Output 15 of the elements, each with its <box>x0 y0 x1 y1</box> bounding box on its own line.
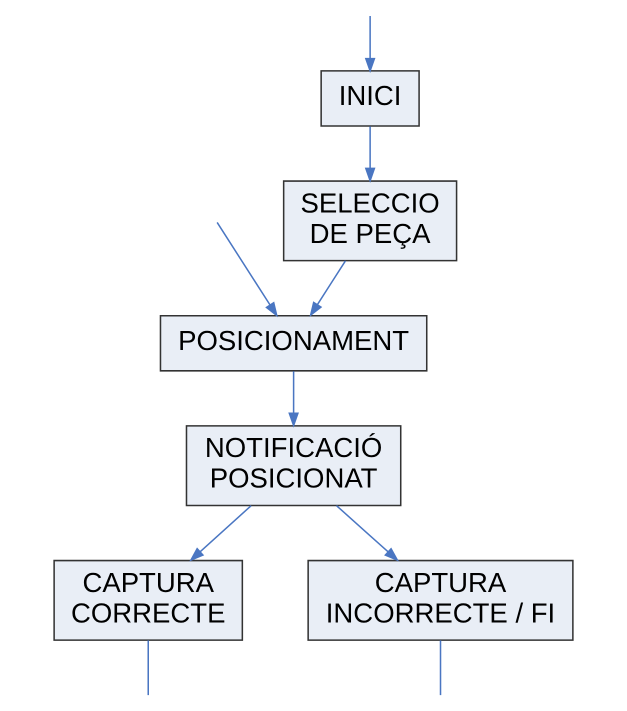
arrow <box>309 260 346 318</box>
arrow <box>364 126 376 183</box>
node-box: POSICIONAMENT <box>160 314 428 372</box>
node-box: CAPTURA CORRECTE <box>53 560 244 641</box>
arrow <box>336 505 400 562</box>
node-box: CAPTURA INCORRECTE / FI <box>307 560 574 641</box>
arrow <box>189 505 252 562</box>
arrow <box>364 16 376 74</box>
node-box: NOTIFICACIÓ POSICIONAT <box>186 425 402 506</box>
node-box: SELECCIO DE PEÇA <box>282 180 458 262</box>
arrow <box>288 371 299 428</box>
connector <box>440 640 442 696</box>
node-box: INICI <box>320 70 420 127</box>
connector <box>147 640 149 696</box>
arrow <box>216 222 278 318</box>
